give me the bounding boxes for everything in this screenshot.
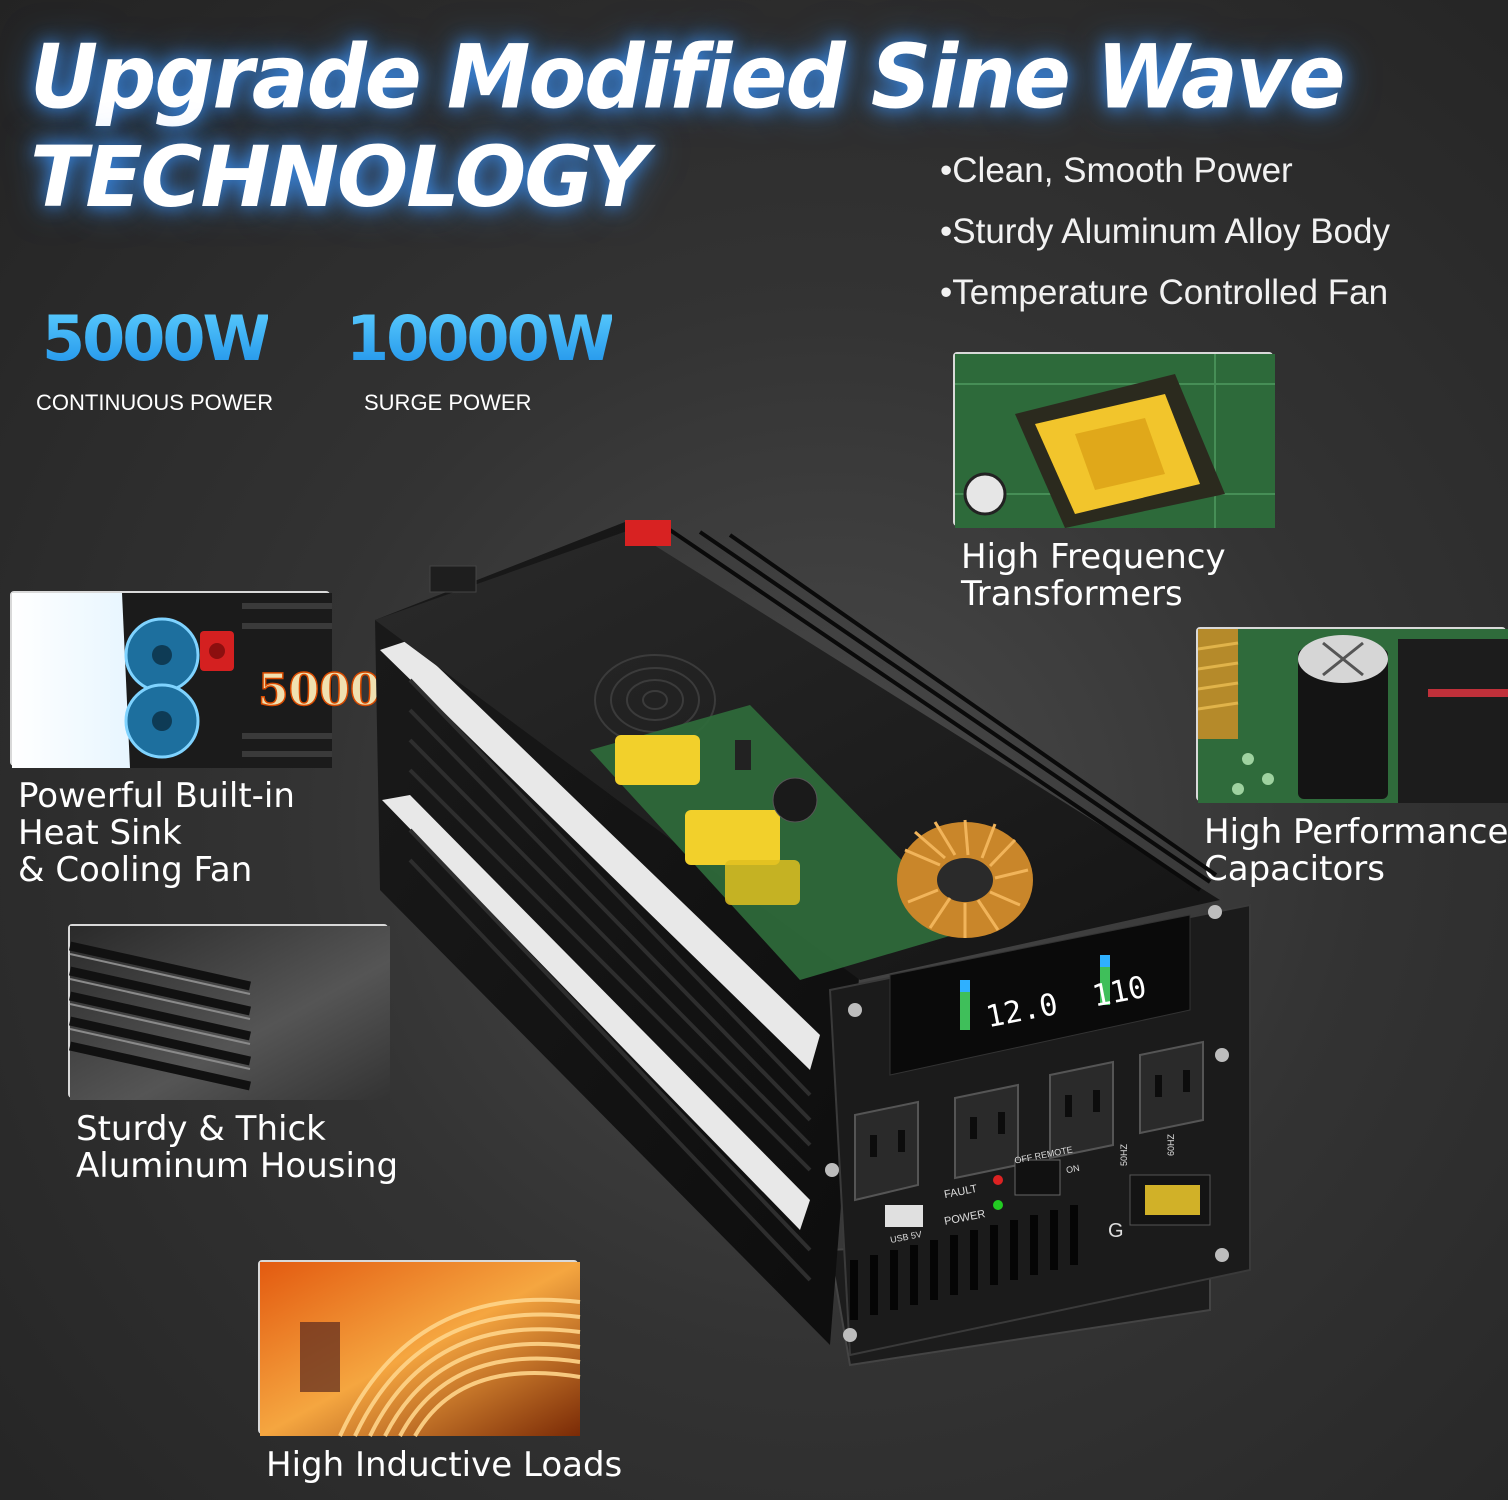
positive-terminal	[625, 520, 671, 546]
lcd-display	[889, 914, 1191, 1076]
loads-caption: High Inductive Loads	[266, 1445, 623, 1485]
aluminum-fins-image	[69, 926, 390, 1100]
negative-terminal	[429, 565, 477, 593]
cooling-fan-image: 5000	[12, 593, 381, 768]
surge-power-value: 10000W	[346, 302, 615, 375]
bullet-item: •Clean, Smooth Power	[940, 151, 1293, 190]
housing-caption: Sturdy & Thick Aluminum Housing	[76, 1109, 399, 1186]
transformer-2	[685, 810, 780, 865]
hz50-label: 50HZ	[1119, 1143, 1130, 1167]
bullet-item: •Sturdy Aluminum Alloy Body	[940, 212, 1390, 251]
bullet-item: •Temperature Controlled Fan	[940, 273, 1389, 312]
capacitor-image	[1197, 629, 1508, 803]
inverter-device	[375, 520, 1251, 1367]
headline-line-1: Upgrade Modified Sine Wave	[30, 25, 1345, 129]
transformers-photo	[953, 352, 1275, 528]
housing-photo	[68, 924, 390, 1100]
continuous-power-label: CONTINUOUS POWER	[36, 390, 274, 415]
loads-photo	[258, 1260, 581, 1437]
thumb-power-text: 5000	[258, 665, 380, 716]
surge-power-label: SURGE POWER	[364, 390, 532, 415]
continuous-power-value: 5000W	[42, 302, 271, 375]
side-stripes	[380, 640, 820, 1230]
copper-toroid	[897, 819, 1033, 938]
feature-bullets: •Clean, Smooth Power •Sturdy Aluminum Al…	[940, 140, 1390, 323]
transformer-1	[615, 735, 700, 785]
transformer-image	[955, 354, 1275, 528]
usb-port	[885, 1205, 923, 1227]
capacitors-caption: High Performance Capacitors	[1204, 812, 1508, 889]
capacitor-component	[772, 777, 818, 823]
hz60-label: 60HZ	[1166, 1133, 1177, 1157]
power-switch	[1014, 1159, 1061, 1196]
headline-line-2: TECHNOLOGY	[30, 128, 649, 226]
ac-outlet	[1049, 1060, 1114, 1160]
ac-outlet	[954, 1083, 1019, 1180]
copper-coil-image	[260, 1262, 581, 1437]
ground-label: G	[1108, 1220, 1124, 1242]
capacitors-photo	[1196, 627, 1508, 803]
heat-sink-photo: 5000	[10, 591, 381, 768]
transformers-caption: High Frequency Transformers	[961, 537, 1226, 614]
heat-sink-caption: Powerful Built-in Heat Sink & Cooling Fa…	[18, 776, 295, 890]
ac-outlet	[854, 1100, 919, 1202]
ac-outlet	[1139, 1040, 1204, 1135]
